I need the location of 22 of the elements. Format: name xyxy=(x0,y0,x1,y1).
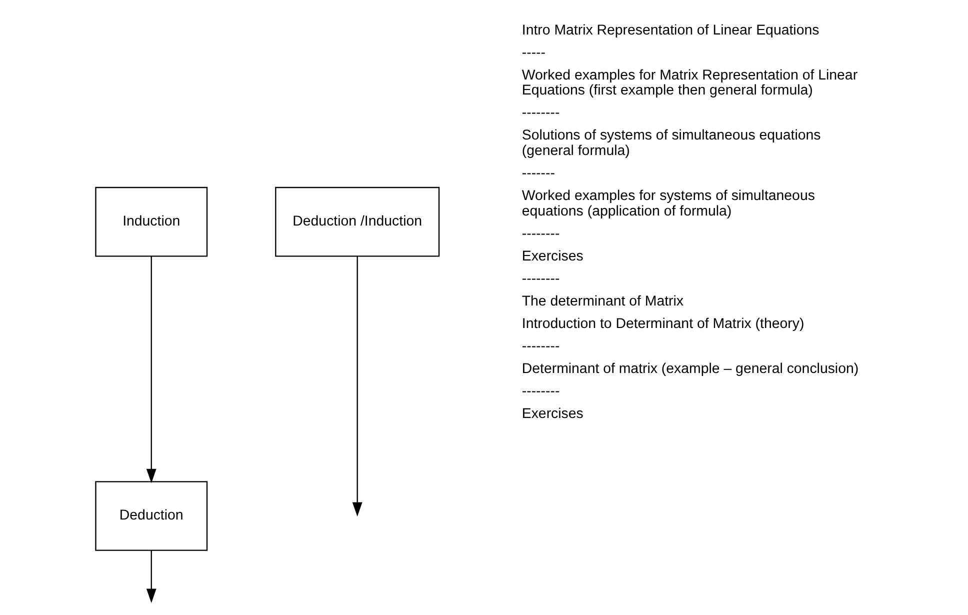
arrow xyxy=(146,550,156,603)
label: Worked examples for Matrix Representation of Linear Equations (first example then general formula) xyxy=(522,67,858,99)
label: -------- xyxy=(522,105,560,122)
label: Exercises xyxy=(522,406,584,422)
label: Exercises xyxy=(522,248,584,264)
label: -------- xyxy=(522,226,560,242)
node-box: Deduction xyxy=(95,481,208,551)
label: -------- xyxy=(522,338,560,354)
label: Determinant of matrix (example – general conclusion) xyxy=(522,360,859,377)
label: -------- xyxy=(522,270,560,287)
arrow xyxy=(352,256,362,516)
label: Worked examples for systems of simultaneous equations (application of formula) xyxy=(522,188,815,220)
node-box: Deduction /Induction xyxy=(275,186,440,257)
label: Intro Matrix Representation of Linear Equations xyxy=(522,22,820,38)
label: Solutions of systems of simultaneous equations (general formula) xyxy=(522,128,821,160)
label: Introduction to Determinant of Matrix (theory) xyxy=(522,316,804,332)
label: -------- xyxy=(522,383,560,400)
label: ------- xyxy=(522,166,555,182)
node-box: Induction xyxy=(95,186,208,257)
label: ----- xyxy=(522,44,546,61)
arrow xyxy=(146,256,156,484)
label: The determinant of Matrix xyxy=(522,293,684,310)
